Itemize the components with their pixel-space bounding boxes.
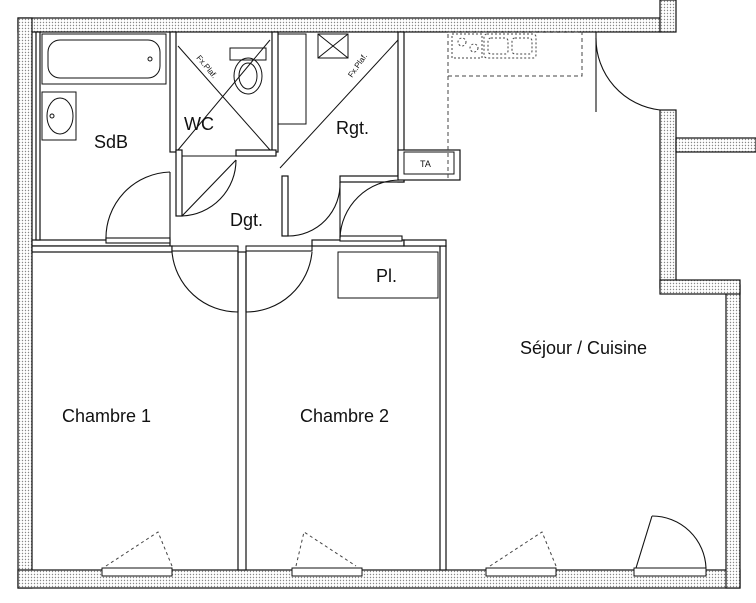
rgt-technical-duct [277, 33, 349, 125]
wall-step [659, 279, 741, 295]
doors [105, 32, 707, 569]
placard-box [337, 251, 439, 299]
wall-right-top-horizontal [675, 137, 756, 153]
window-sejour-right [633, 567, 707, 577]
wall-right-upper [659, 109, 677, 289]
wall-top [17, 17, 661, 33]
door-sdb [105, 171, 171, 244]
label-ta: TA [420, 159, 431, 169]
wall-sdb-inner [35, 31, 41, 241]
label-rgt: Rgt. [336, 118, 369, 138]
label-wc: WC [184, 114, 214, 134]
door-entrance [595, 32, 661, 112]
wall-sdb-right [169, 31, 177, 153]
label-chambre1: Chambre 1 [62, 406, 151, 426]
kitchen-counter [447, 31, 583, 180]
rgt-fx-plaf-lines [279, 39, 399, 169]
label-pl: Pl. [376, 266, 397, 286]
washbasin [41, 91, 77, 141]
wc-fx-plaf-lines [177, 39, 271, 151]
sink-icon [483, 33, 537, 59]
window-chambre1 [101, 567, 173, 577]
label-fx-plaf-wc: Fx.Plaf. [194, 54, 218, 81]
wall-wc-right [271, 31, 279, 153]
interior-walls [31, 31, 461, 571]
exterior-walls [17, 0, 756, 589]
door-wc [181, 155, 237, 217]
stove-icon [451, 33, 483, 59]
door-chambre1 [171, 245, 239, 313]
label-sdb: SdB [94, 132, 128, 152]
wall-right-lower [725, 284, 741, 589]
wall-between-chambres [237, 251, 247, 571]
wall-rgt-bottom [339, 175, 405, 183]
label-chambre2: Chambre 2 [300, 406, 389, 426]
wall-top-right-stub [659, 0, 677, 33]
wall-chambre1-top [31, 245, 173, 253]
window-swings [105, 531, 557, 567]
wall-wc-left-lower [175, 149, 183, 217]
windows-bottom [101, 567, 707, 577]
door-chambre2 [245, 245, 313, 313]
window-sejour-left [485, 567, 557, 577]
toilet [229, 47, 267, 95]
wall-pl-top [403, 239, 447, 247]
wall-wc-bottom [235, 149, 277, 157]
window-chambre2 [291, 567, 363, 577]
wall-rgt-left-lower [281, 175, 289, 237]
wall-rgt-top-stub [397, 149, 461, 181]
door-sejour-terrace [635, 515, 707, 569]
label-dgt: Dgt. [230, 210, 263, 230]
label-sejour: Séjour / Cuisine [520, 338, 647, 358]
wall-left [17, 17, 33, 589]
bathtub [41, 33, 167, 85]
ta-box [403, 151, 455, 175]
wall-chambre2-sejour [439, 245, 447, 571]
door-rgt [287, 179, 403, 242]
